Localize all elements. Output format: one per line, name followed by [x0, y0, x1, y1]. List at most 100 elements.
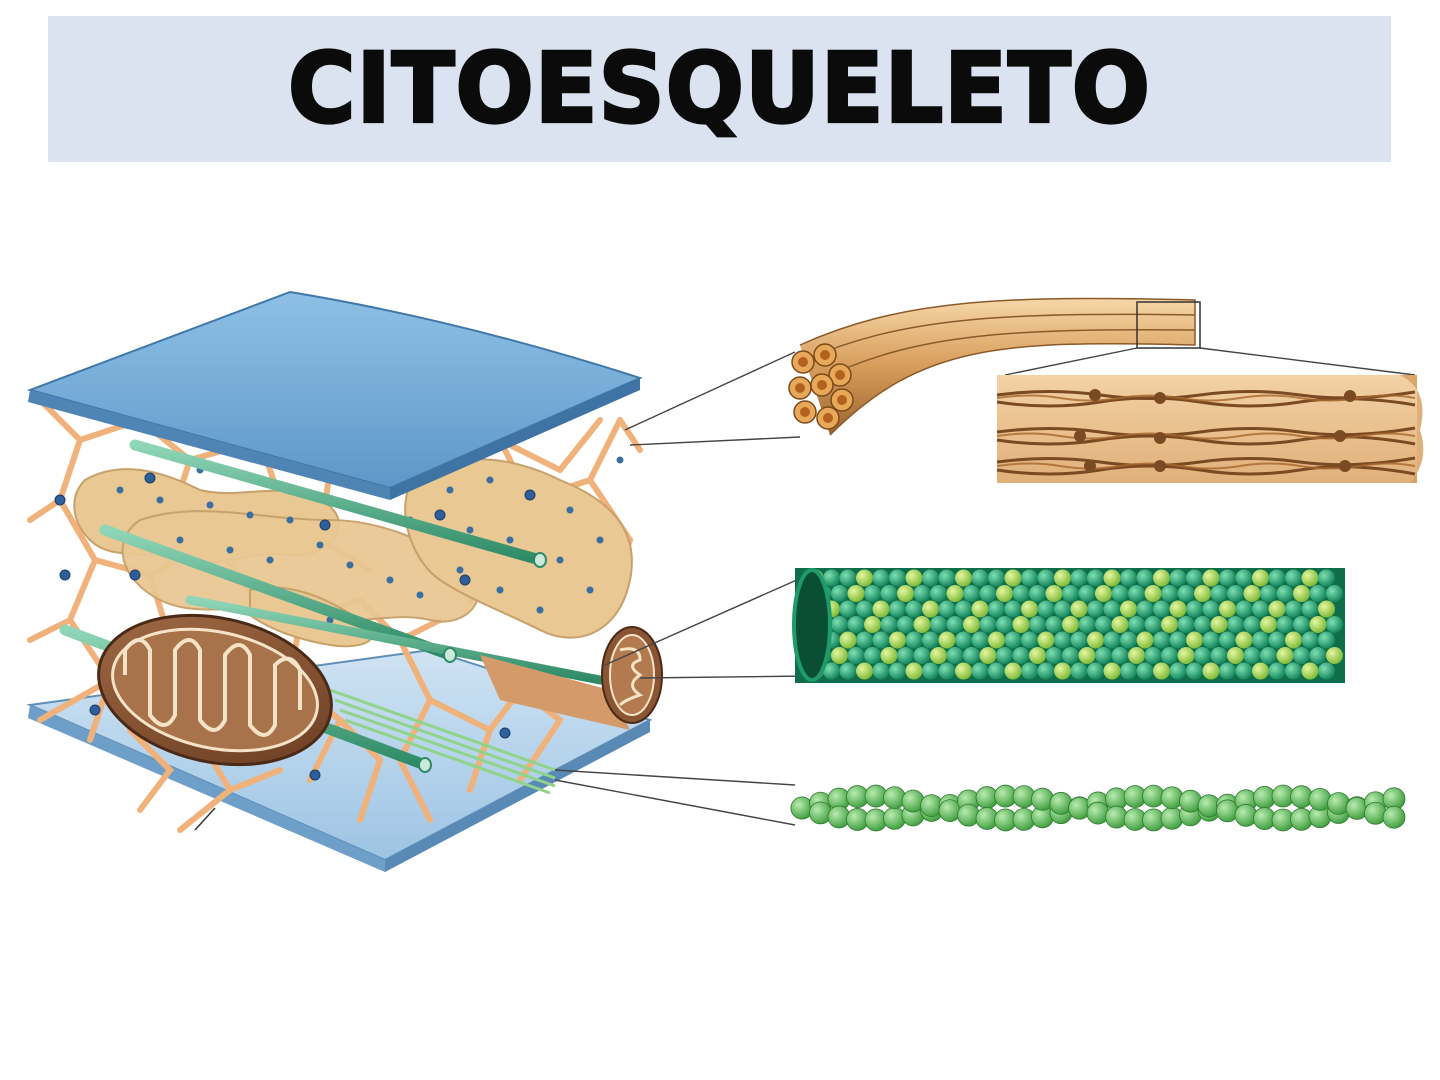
title-banner: CITOESQUELETO: [48, 16, 1391, 162]
zoom-box: [1136, 301, 1201, 349]
tubulin-subunit: [1219, 631, 1236, 649]
tubulin-subunit: [856, 662, 873, 680]
tubulin-subunit: [1301, 600, 1319, 618]
tubulin-subunit: [1194, 647, 1211, 664]
tubulin-subunit: [930, 616, 947, 633]
tubulin-subunit: [880, 585, 898, 602]
tubulin-subunit: [1260, 647, 1277, 664]
tubulin-subunit: [971, 631, 989, 649]
tubulin-subunit: [1087, 631, 1104, 649]
tubulin-subunit: [864, 616, 881, 633]
tubulin-subunit: [1227, 647, 1244, 664]
tubulin-subunit: [1045, 647, 1063, 664]
tubulin-subunit: [1062, 616, 1079, 633]
tubulin-subunit: [1087, 662, 1104, 680]
tubulin-subunit: [1318, 600, 1335, 618]
tubulin-subunit: [1029, 647, 1046, 664]
tubulin-subunit: [1276, 647, 1294, 664]
tubulin-subunit: [905, 631, 923, 649]
tubulin-subunit: [1144, 616, 1162, 633]
tubulin-subunit: [1309, 585, 1327, 602]
tubulin-subunit: [1070, 662, 1088, 680]
tubulin-subunit: [963, 616, 980, 633]
tubulin-subunit: [1186, 600, 1203, 618]
tubulin-subunit: [1186, 569, 1203, 587]
tubulin-subunit: [1235, 569, 1253, 587]
tubulin-subunit: [1219, 600, 1236, 618]
tubulin-subunit: [1227, 585, 1244, 602]
actin-monomer: [1382, 805, 1406, 829]
tubulin-subunit: [1301, 662, 1319, 680]
tubulin-subunit: [1012, 647, 1030, 664]
tubulin-subunit: [1120, 631, 1137, 649]
tubulin-subunit: [1004, 662, 1022, 680]
tubulin-subunit: [1219, 569, 1236, 587]
tubulin-subunit: [979, 616, 997, 633]
tubulin-subunit: [1219, 662, 1236, 680]
tubulin-subunit: [971, 662, 989, 680]
tubulin-subunit: [1243, 647, 1261, 664]
tubulin-subunit: [1169, 600, 1187, 618]
tubulin-subunit: [1293, 647, 1310, 664]
tubulin-subunit: [996, 616, 1013, 633]
tubulin-subunit: [905, 600, 923, 618]
tubulin-subunit: [1186, 631, 1203, 649]
tubulin-subunit: [897, 585, 914, 602]
tubulin-subunit: [880, 647, 898, 664]
tubulin-subunit: [897, 616, 914, 633]
tubulin-subunit: [1202, 569, 1220, 587]
tubulin-subunit: [1103, 569, 1121, 587]
tubulin-subunit: [880, 616, 898, 633]
tubulin-subunit: [1004, 600, 1022, 618]
tubulin-subunit: [1070, 600, 1088, 618]
tubulin-subunit: [889, 631, 906, 649]
tubulin-subunit: [872, 600, 890, 618]
tubulin-subunit: [1004, 631, 1022, 649]
tubulin-subunit: [889, 600, 906, 618]
tubulin-subunit: [847, 585, 865, 602]
tubulin-subunit: [1120, 600, 1137, 618]
tubulin-subunit: [922, 631, 939, 649]
tubulin-subunit: [872, 569, 890, 587]
tubulin-subunit: [847, 616, 865, 633]
tubulin-subunit: [1136, 631, 1154, 649]
tubulin-subunit: [938, 569, 956, 587]
tubulin-subunit: [831, 616, 848, 633]
tubulin-subunit: [1210, 585, 1228, 602]
tubulin-subunit: [1136, 569, 1154, 587]
tubulin-subunit: [1161, 585, 1178, 602]
tubulin-subunit: [955, 631, 972, 649]
tubulin-subunit: [1210, 647, 1228, 664]
tubulin-subunit: [1087, 600, 1104, 618]
tubulin-subunit: [1202, 662, 1220, 680]
tubulin-subunit: [1095, 585, 1112, 602]
tubulin-subunit: [1202, 600, 1220, 618]
tubulin-subunit: [1037, 569, 1055, 587]
tubulin-subunit: [988, 569, 1005, 587]
tubulin-subunit: [1268, 600, 1286, 618]
tubulin-subunit: [1169, 631, 1187, 649]
tubulin-subunit: [1037, 631, 1055, 649]
tubulin-subunit: [905, 569, 923, 587]
tubulin-subunit: [1111, 585, 1129, 602]
tubulin-subunit: [938, 662, 956, 680]
tubulin-subunit: [1095, 647, 1112, 664]
tubulin-subunit: [1309, 647, 1327, 664]
tubulin-subunit: [1004, 569, 1022, 587]
tubulin-subunit: [1078, 585, 1096, 602]
top-plasma-membrane: [26, 290, 643, 500]
tubulin-subunit: [1252, 600, 1269, 618]
tubulin-subunit: [1177, 647, 1195, 664]
tubulin-subunit: [1177, 585, 1195, 602]
tubulin-subunit: [1210, 616, 1228, 633]
tubulin-subunit: [1045, 585, 1063, 602]
tubulin-subunit: [1235, 600, 1253, 618]
tubulin-subunit: [922, 600, 939, 618]
tubulin-subunit: [946, 616, 964, 633]
tubulin-subunit: [971, 569, 989, 587]
tubulin-subunit: [1021, 569, 1038, 587]
tubulin-subunit: [996, 647, 1013, 664]
microtubule-icon: [792, 568, 1345, 683]
tubulin-subunit: [1252, 569, 1269, 587]
junction-proteins: [54, 472, 566, 781]
